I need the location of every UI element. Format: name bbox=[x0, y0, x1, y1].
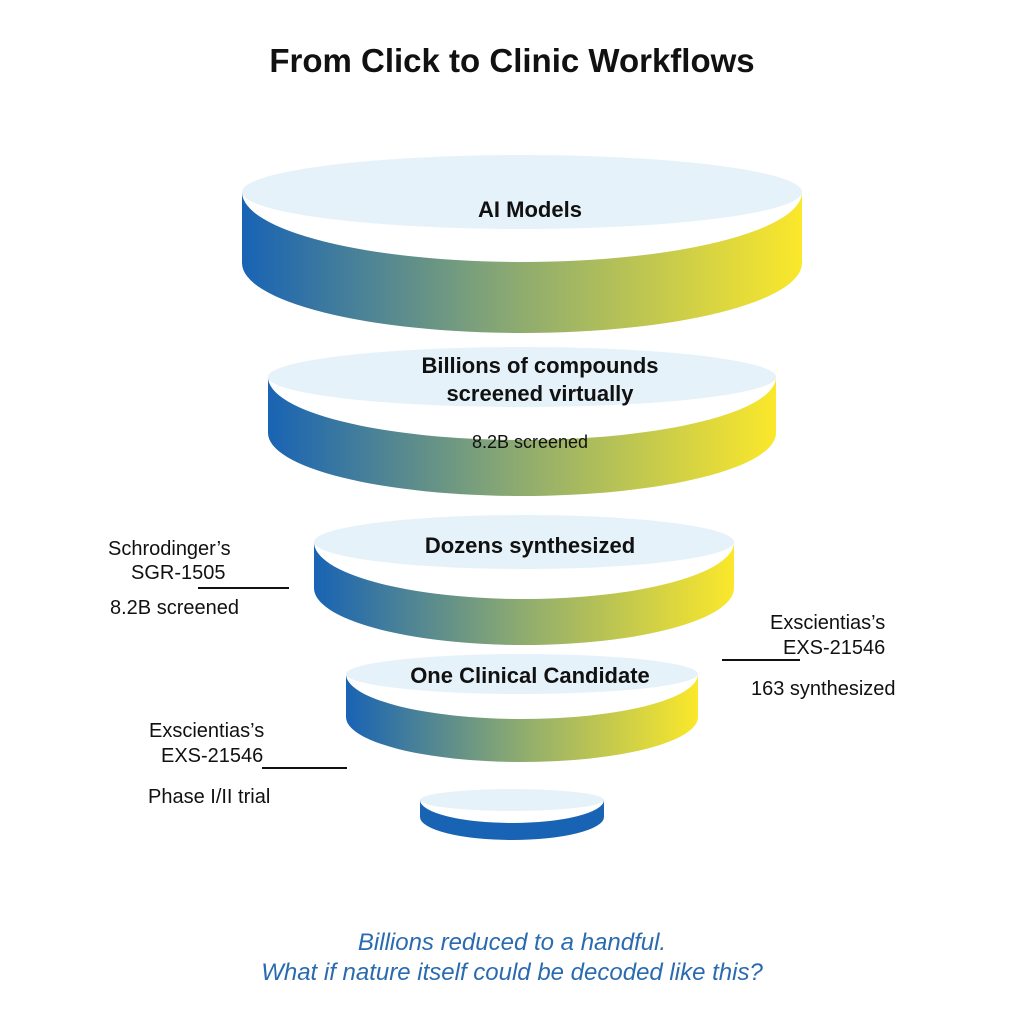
tagline-line2: What if nature itself could be decoded l… bbox=[261, 959, 763, 986]
funnel-stage-final bbox=[420, 789, 604, 840]
stage-5-top bbox=[420, 789, 604, 811]
stage-1-body bbox=[242, 192, 802, 333]
funnel-stage-synthesized: Dozens synthesized bbox=[314, 515, 734, 645]
stage-3-top bbox=[314, 515, 734, 569]
page-title: From Click to Clinic Workflows bbox=[269, 42, 755, 79]
callout-schrodinger-detail: 8.2B screened bbox=[110, 597, 239, 619]
callout-schrodinger-rule bbox=[198, 587, 289, 589]
tagline-line1: Billions reduced to a handful. bbox=[357, 929, 667, 956]
stage-4-body bbox=[346, 674, 698, 762]
funnel-stage-candidate: One Clinical Candidate bbox=[346, 654, 698, 762]
funnel-stage-screened: Billions of compounds screened virtually… bbox=[268, 347, 776, 496]
callout-exscientia-right-detail: 163 synthesized bbox=[751, 678, 896, 700]
stage-4-top bbox=[346, 654, 698, 694]
stage-1-top bbox=[242, 155, 802, 229]
callout-schrodinger-line2: SGR-1505 bbox=[131, 562, 226, 584]
stage-3-body bbox=[314, 542, 734, 645]
callout-schrodinger-line1: Schrodinger’s bbox=[108, 538, 231, 560]
stage-2-label-line2: screened virtually bbox=[446, 381, 634, 406]
callout-exscientia-right-line1: Exscientias’s bbox=[770, 612, 886, 634]
stage-2-top bbox=[268, 347, 776, 407]
callout-exscientia-left-line2: EXS-21546 bbox=[161, 745, 264, 767]
callout-exscientia-left-line1: Exscientias’s bbox=[149, 720, 265, 742]
funnel-stage-ai-models: AI Models bbox=[242, 155, 802, 333]
callout-exscientia-left-detail: Phase I/II trial bbox=[148, 786, 271, 808]
callout-exscientia-right-rule bbox=[722, 659, 800, 661]
stage-5-body bbox=[420, 800, 604, 840]
stage-3-label: Dozens synthesized bbox=[425, 533, 635, 558]
callout-exscientia-right-line2: EXS-21546 bbox=[783, 637, 886, 659]
stage-4-label: One Clinical Candidate bbox=[410, 663, 650, 688]
stage-2-sublabel: 8.2B screened bbox=[472, 432, 588, 452]
stage-1-label: AI Models bbox=[478, 197, 582, 222]
stage-2-label-line1: Billions of compounds bbox=[421, 353, 658, 378]
callout-exscientia-left-rule bbox=[262, 767, 347, 769]
stage-2-body bbox=[268, 377, 776, 496]
